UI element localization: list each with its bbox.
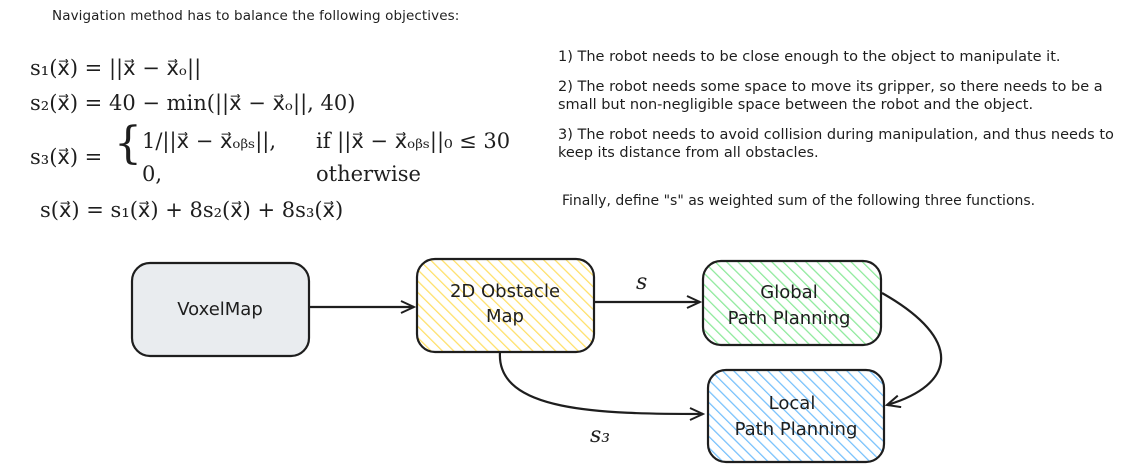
edge-label-s: s: [636, 270, 647, 295]
node-2d-obstacle-map: 2D Obstacle Map: [415, 257, 596, 354]
formula-s3-cond1: if ||x⃗ − x⃗ₒᵦₛ||₀ ≤ 30: [316, 129, 511, 153]
node-local-path-planning: Local Path Planning: [706, 368, 886, 464]
formula-s2: s₂(x⃗) = 40 − min(||x⃗ − x⃗ₒ||, 40): [30, 91, 356, 115]
formula-s-weighted: s(x⃗) = s₁(x⃗) + 8s₂(x⃗) + 8s₃(x⃗): [40, 198, 344, 222]
formula-s3-case1: 1/||x⃗ − x⃗ₒᵦₛ||,: [142, 129, 277, 153]
final-definition: Finally, define "s" as weighted sum of t…: [562, 193, 1036, 209]
edge-obstacle-to-local: [498, 351, 703, 414]
objectives-list: 1) The robot needs to be close enough to…: [558, 48, 1118, 174]
node-voxelmap-label: VoxelMap: [177, 299, 263, 320]
edge-global-to-local: [881, 292, 943, 405]
node-voxelmap: VoxelMap: [130, 261, 311, 358]
node-obstacle-label-1: 2D Obstacle: [450, 281, 560, 302]
objective-3: 3) The robot needs to avoid collision du…: [558, 127, 1114, 161]
edge-label-s3: s₃: [590, 423, 610, 448]
objective-1: 1) The robot needs to be close enough to…: [558, 49, 1061, 65]
formula-s3-brace: {: [114, 118, 142, 169]
formula-s3-lhs: s₃(x⃗) =: [30, 145, 103, 169]
node-global-label-2: Path Planning: [728, 308, 851, 329]
formula-s3-case2: 0,: [142, 162, 163, 186]
node-local-label-2: Path Planning: [735, 419, 858, 440]
intro-text: Navigation method has to balance the fol…: [52, 8, 460, 24]
formula-s3-cond2: otherwise: [316, 162, 421, 186]
node-global-label-1: Global: [760, 282, 817, 303]
node-obstacle-label-2: Map: [486, 306, 524, 327]
objective-2: 2) The robot needs some space to move it…: [558, 79, 1103, 113]
formula-s1: s₁(x⃗) = ||x⃗ − x⃗ₒ||: [30, 56, 202, 80]
node-local-label-1: Local: [769, 393, 816, 414]
node-global-path-planning: Global Path Planning: [701, 259, 883, 347]
